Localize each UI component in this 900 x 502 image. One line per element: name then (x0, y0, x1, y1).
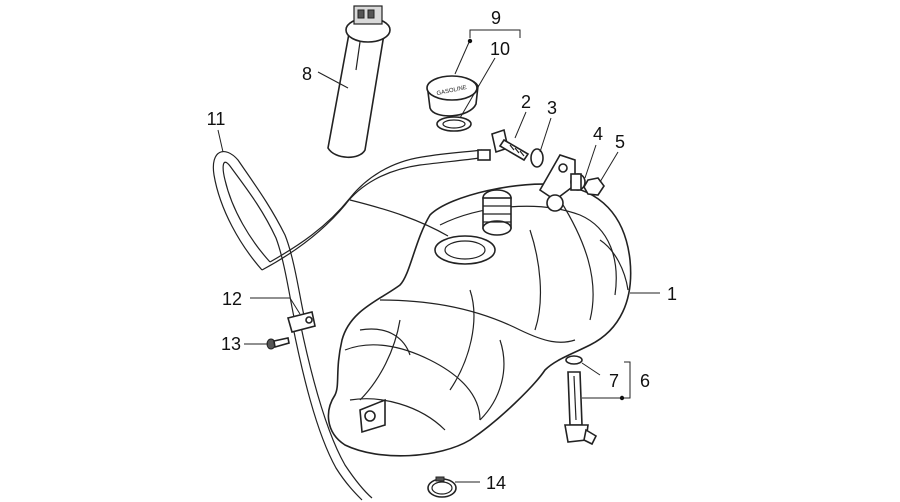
fuel-tank (327, 154, 632, 457)
spacer (570, 173, 586, 191)
callout-5: 5 (615, 132, 625, 152)
fuel-level-sender (327, 5, 391, 159)
callout-dots (467, 38, 625, 401)
callout-1: 1 (667, 284, 677, 304)
screw (266, 337, 290, 350)
callout-14: 14 (486, 473, 506, 493)
callout-10: 10 (490, 39, 510, 59)
leader-lines (217, 29, 660, 483)
hose-clamp (427, 476, 457, 498)
callout-9: 9 (491, 8, 501, 28)
drain-tube (564, 355, 598, 446)
breather-hose (212, 149, 491, 501)
callout-13: 13 (221, 334, 241, 354)
fuel-cap-seal (436, 116, 472, 132)
callout-7: 7 (609, 371, 619, 391)
callout-3: 3 (547, 98, 557, 118)
callout-2: 2 (521, 92, 531, 112)
nut (583, 177, 605, 196)
callout-4: 4 (593, 124, 603, 144)
bolt (491, 128, 530, 162)
callout-6: 6 (640, 371, 650, 391)
fuel-cap: GASOLINE (426, 75, 479, 117)
callout-labels: 8 9 10 2 3 4 5 11 1 12 13 7 6 14 (207, 8, 677, 493)
callout-11: 11 (207, 109, 226, 129)
callout-8: 8 (302, 64, 312, 84)
hose-clip (287, 311, 316, 333)
o-ring (565, 355, 583, 365)
callout-12: 12 (222, 289, 242, 309)
washer (530, 148, 544, 168)
vent-line (349, 199, 449, 237)
